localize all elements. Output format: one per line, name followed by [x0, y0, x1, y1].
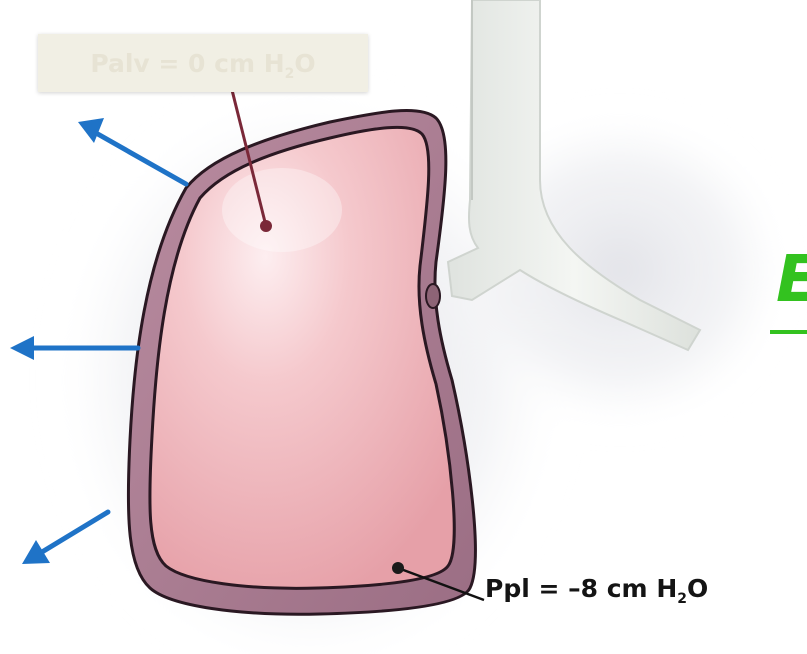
palv-label-box: Palv = 0 cm H2O — [38, 34, 368, 92]
palv-pointer-dot — [260, 220, 272, 232]
palv-label: Palv = 0 cm H2O — [90, 49, 315, 78]
partial-heading-underline — [770, 330, 807, 334]
lung-highlight — [222, 168, 342, 252]
partial-heading-letter: E — [776, 248, 807, 312]
ppl-pointer-dot — [392, 562, 404, 574]
ppl-label: Ppl = –8 cm H2O — [485, 574, 708, 603]
airway-junction — [426, 284, 440, 308]
